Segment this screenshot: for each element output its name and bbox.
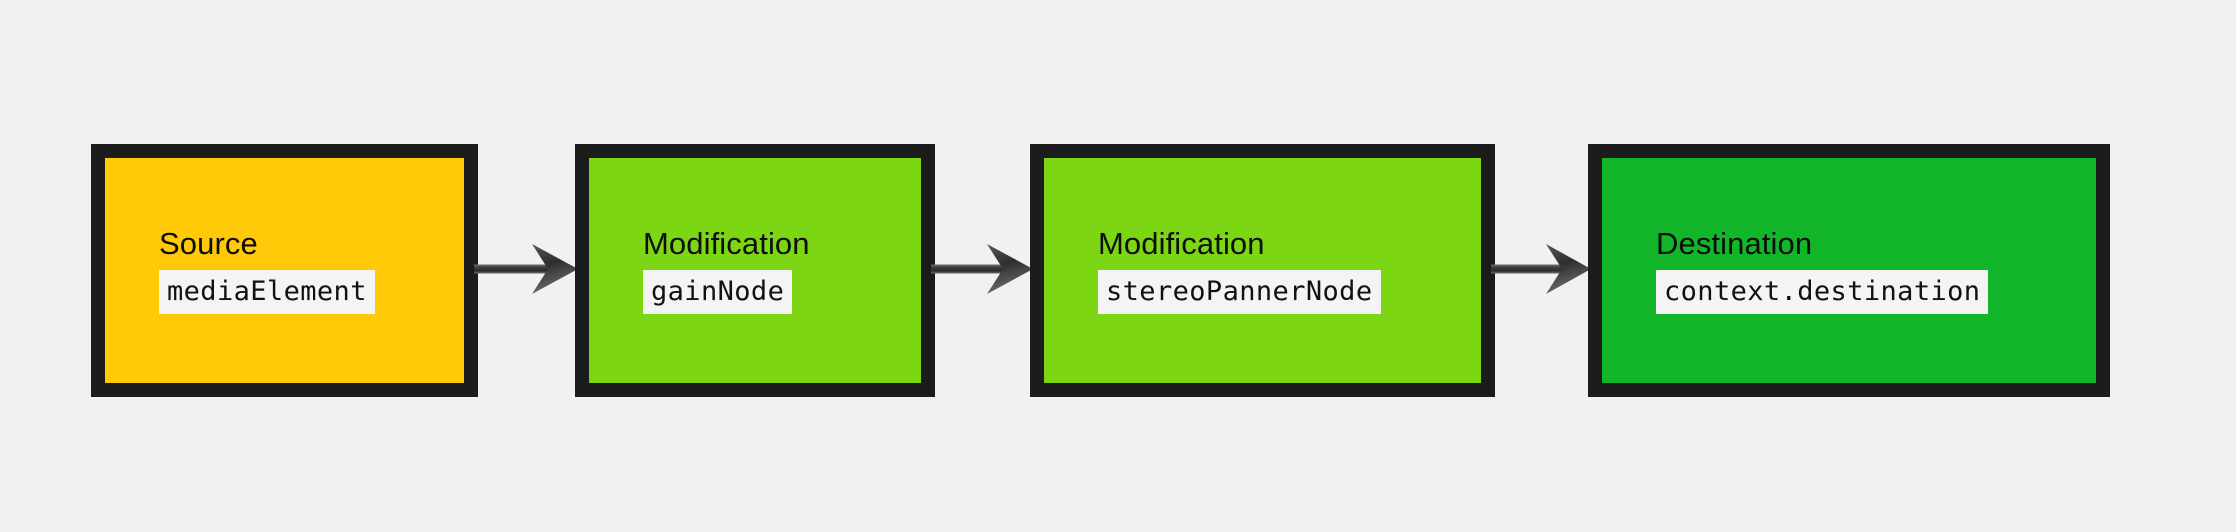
arrow-icon (931, 244, 1033, 294)
edge-arrow-gain-to-panner (931, 240, 1037, 298)
edge-arrow-panner-to-destination (1491, 240, 1595, 298)
node-source[interactable]: Source mediaElement (91, 144, 478, 397)
edge-arrow-source-to-gain (474, 240, 582, 298)
node-code-chip: mediaElement (159, 270, 375, 314)
node-code-chip: context.destination (1656, 270, 1989, 314)
node-destination[interactable]: Destination context.destination (1588, 144, 2110, 397)
node-title: Source (159, 226, 258, 261)
arrow-icon (474, 244, 578, 294)
node-title: Destination (1656, 226, 1813, 261)
node-gain[interactable]: Modification gainNode (575, 144, 935, 397)
node-panner[interactable]: Modification stereoPannerNode (1030, 144, 1495, 397)
node-title: Modification (1098, 226, 1265, 261)
node-code-chip: stereoPannerNode (1098, 270, 1381, 314)
node-title: Modification (643, 226, 810, 261)
node-code-chip: gainNode (643, 270, 793, 314)
arrow-icon (1491, 244, 1591, 294)
